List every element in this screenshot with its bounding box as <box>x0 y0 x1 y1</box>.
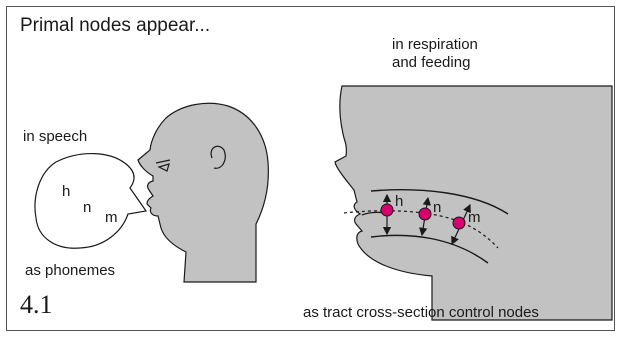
node-letter-h: h <box>395 193 403 210</box>
left-head-profile <box>138 103 268 282</box>
control-node-h <box>381 204 393 216</box>
right-head-profile <box>335 86 612 320</box>
figure-number: 4.1 <box>20 290 53 320</box>
control-node-m <box>453 217 465 229</box>
respiration-label-line-1: in respiration <box>392 36 478 54</box>
speech-label: in speech <box>23 128 87 145</box>
phonemes-label: as phonemes <box>25 262 115 279</box>
respiration-label-line-2: and feeding <box>392 54 478 72</box>
node-letter-n: n <box>433 199 441 216</box>
control-node-n <box>419 208 431 220</box>
respiration-label: in respiration and feeding <box>392 36 478 72</box>
bubble-letter-n: n <box>83 199 91 216</box>
bubble-letter-h: h <box>62 183 70 200</box>
bubble-letter-m: m <box>105 209 118 226</box>
figure-title: Primal nodes appear... <box>20 15 210 37</box>
node-letter-m: m <box>468 209 481 226</box>
control-nodes-label: as tract cross-section control nodes <box>303 304 539 321</box>
